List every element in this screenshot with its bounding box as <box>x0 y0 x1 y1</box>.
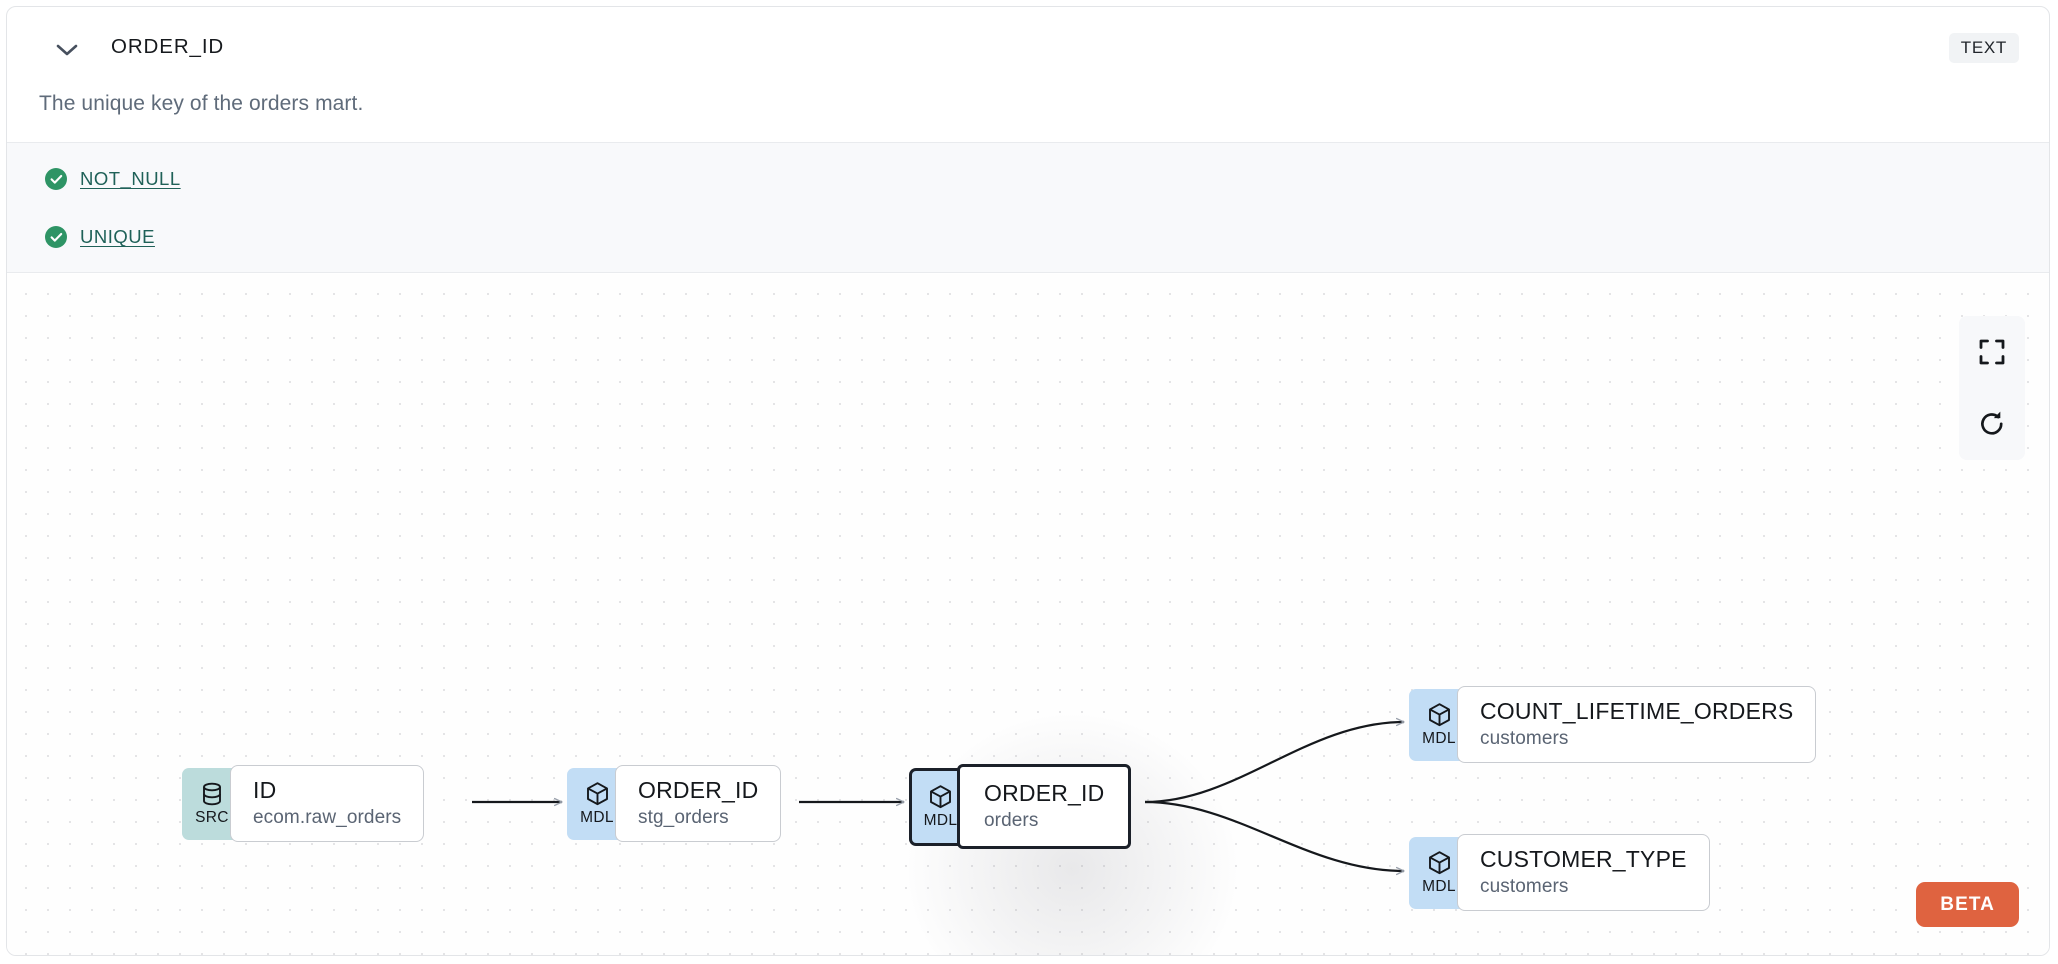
chevron-down-icon[interactable] <box>51 39 83 61</box>
node-name: ORDER_ID <box>638 777 759 803</box>
test-item-not-null[interactable]: NOT_NULL <box>45 167 181 191</box>
node-kind-label: SRC <box>195 808 229 826</box>
node-source: customers <box>1480 728 1569 750</box>
node-name: ID <box>253 777 277 803</box>
lineage-node-stg-order-id[interactable]: MDL ORDER_ID stg_orders <box>567 765 782 843</box>
node-body: COUNT_LIFETIME_ORDERS customers <box>1457 686 1817 764</box>
cube-icon <box>585 781 610 807</box>
column-header: ORDER_ID TEXT The unique key of the orde… <box>7 7 2049 115</box>
check-circle-icon <box>45 226 67 248</box>
cube-icon <box>1427 702 1452 728</box>
node-body: ID ecom.raw_orders <box>230 765 425 843</box>
node-name: COUNT_LIFETIME_ORDERS <box>1480 698 1794 724</box>
node-body: ORDER_ID stg_orders <box>615 765 782 843</box>
column-description: The unique key of the orders mart. <box>39 92 364 115</box>
database-icon <box>200 782 224 807</box>
node-kind-label: MDL <box>1422 878 1456 896</box>
node-source: ecom.raw_orders <box>253 807 402 829</box>
node-kind-label: MDL <box>1422 730 1456 748</box>
node-kind-label: MDL <box>580 809 614 827</box>
lineage-node-customer-type[interactable]: MDL CUSTOMER_TYPE customers <box>1409 834 1710 912</box>
cube-icon <box>928 784 953 810</box>
test-item-unique[interactable]: UNIQUE <box>45 225 155 249</box>
node-source: customers <box>1480 876 1569 898</box>
cube-icon <box>1427 850 1452 876</box>
beta-badge[interactable]: BETA <box>1916 882 2019 927</box>
lineage-node-src-id[interactable]: SRC ID ecom.raw_orders <box>182 765 425 843</box>
node-name: ORDER_ID <box>984 780 1105 806</box>
lineage-canvas[interactable]: SRC ID ecom.raw_orders MDL ORDE <box>7 274 2049 955</box>
fit-view-icon[interactable] <box>1959 316 2025 388</box>
edge-orders-count <box>1144 722 1404 804</box>
edge-orders-custtype <box>1144 800 1404 871</box>
refresh-icon[interactable] <box>1959 388 2025 460</box>
lineage-node-count-lifetime-orders[interactable]: MDL COUNT_LIFETIME_ORDERS customers <box>1409 686 1817 764</box>
column-detail-card: ORDER_ID TEXT The unique key of the orde… <box>6 6 2050 956</box>
test-link-label[interactable]: NOT_NULL <box>80 168 181 189</box>
test-link-label[interactable]: UNIQUE <box>80 226 155 247</box>
page-title: ORDER_ID <box>111 35 225 58</box>
lineage-edges <box>472 274 2049 955</box>
node-name: CUSTOMER_TYPE <box>1480 846 1687 872</box>
check-circle-icon <box>45 168 67 190</box>
node-body: CUSTOMER_TYPE customers <box>1457 834 1710 912</box>
lineage-node-orders-order-id[interactable]: MDL ORDER_ID orders <box>909 764 1132 850</box>
data-type-badge: TEXT <box>1948 33 2019 63</box>
tests-section: NOT_NULL UNIQUE <box>7 142 2049 273</box>
node-kind-label: MDL <box>923 812 958 830</box>
canvas-controls <box>1959 316 2025 460</box>
node-source: stg_orders <box>638 807 729 829</box>
node-body: ORDER_ID orders <box>957 764 1132 850</box>
node-source: orders <box>984 810 1039 832</box>
